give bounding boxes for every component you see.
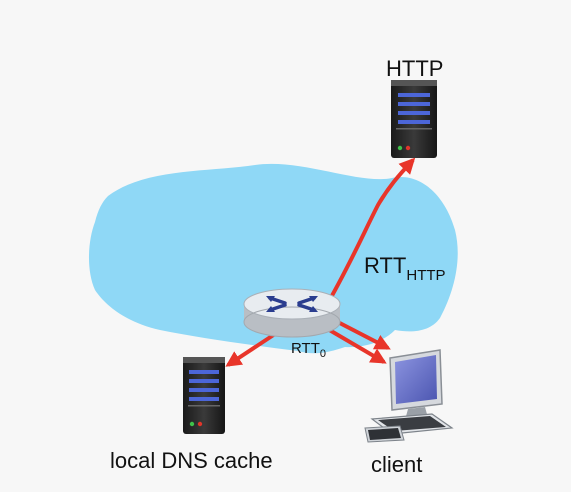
http-server-label: HTTP xyxy=(386,56,444,81)
client-computer-icon xyxy=(364,349,454,443)
rtt-0-base: RTT xyxy=(291,340,320,357)
router-icon xyxy=(243,288,341,338)
network-cloud xyxy=(88,163,458,354)
rtt-http-base: RTT xyxy=(364,253,407,278)
dns-server-label: local DNS cache xyxy=(110,448,273,473)
arrow-router-to-client-2 xyxy=(324,326,387,364)
rtt-0-subscript: 0 xyxy=(319,348,327,360)
rtt-0-label: RTT0 xyxy=(291,340,327,360)
arrow-router-to-http xyxy=(323,157,416,310)
client-label: client xyxy=(371,452,423,477)
arrow-router-to-dns xyxy=(225,330,280,367)
rtt-http-subscript: HTTP xyxy=(406,267,446,284)
dns-server-icon xyxy=(183,357,225,434)
http-server-icon xyxy=(391,80,437,158)
rtt-http-label: RTTHTTP xyxy=(364,253,446,284)
